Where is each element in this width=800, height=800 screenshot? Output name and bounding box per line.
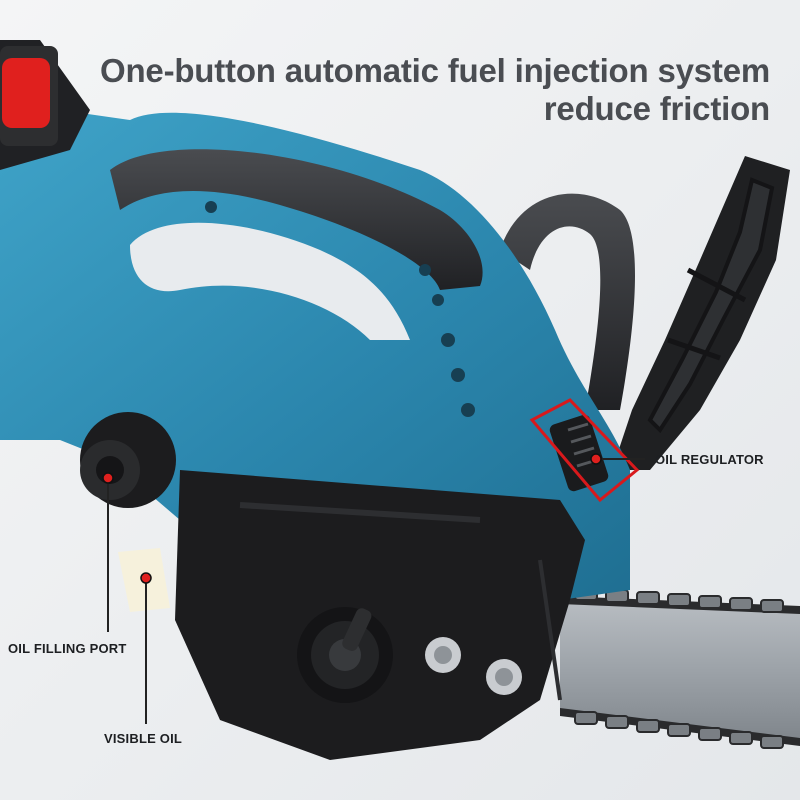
headline-line-1: One-button automatic fuel injection syst… (99, 52, 770, 89)
hand-guard (612, 156, 790, 470)
bar-nuts (425, 637, 522, 695)
visible-oil-label: VISIBLE OIL (104, 731, 183, 746)
battery-pack (0, 40, 90, 170)
oil-filling-cap (80, 412, 176, 508)
oil-regulator-marker (590, 453, 602, 465)
headline-line-2: reduce friction (543, 90, 770, 127)
chain (574, 587, 784, 749)
oil-filling-port-callout (102, 472, 114, 632)
oil-filling-port-marker (102, 472, 114, 484)
oil-regulator-label: OIL REGULATOR (655, 452, 764, 467)
tension-knob (297, 607, 393, 703)
oil-regulator-callout (529, 398, 645, 503)
visible-oil-callout (140, 572, 152, 724)
front-handle (500, 193, 635, 410)
chain-cover (175, 470, 585, 760)
battery-release-button (2, 58, 50, 128)
visible-oil-marker (140, 572, 152, 584)
oil-filling-port-label: OIL FILLING PORT (8, 641, 127, 656)
